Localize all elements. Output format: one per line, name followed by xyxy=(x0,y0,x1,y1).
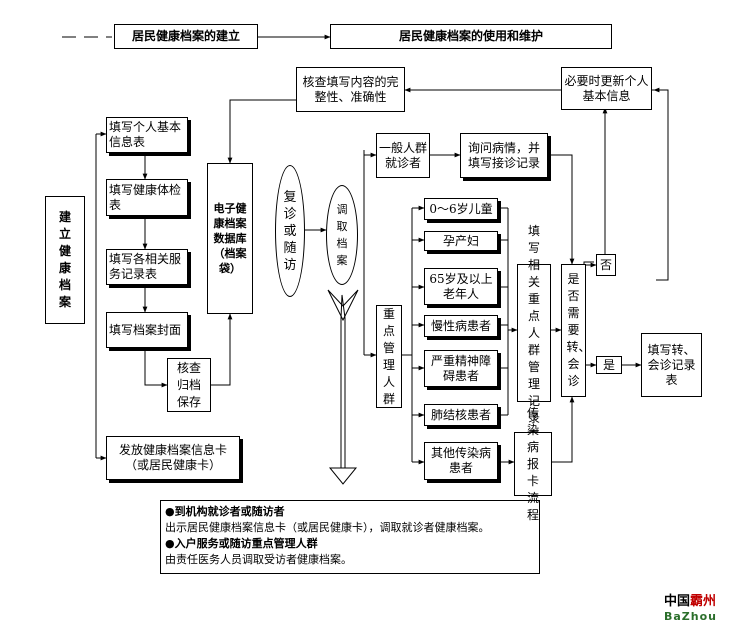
fill-service-records-node: 填写各相关服务记录表 xyxy=(106,249,188,285)
tb-node: 肺结核患者 xyxy=(424,404,498,426)
revisit-node: 复诊或随访 xyxy=(275,165,305,297)
infectious-node: 其他传染病患者 xyxy=(424,442,498,480)
retrieve-record-node: 调取档案 xyxy=(326,185,358,285)
downward-big-arrow xyxy=(328,294,358,485)
issue-card-node: 发放健康档案信息卡 （或居民健康卡） xyxy=(106,436,240,480)
note-text-home: 由责任医务人员调取受访者健康档案。 xyxy=(165,553,352,566)
pregnant-node: 孕产妇 xyxy=(424,231,498,251)
verify-node: 核查填写内容的完整性、准确性 xyxy=(296,67,405,112)
mental-node: 严重精神障碍患者 xyxy=(424,350,498,387)
legend-use-label: 居民健康档案的使用和维护 xyxy=(330,24,612,49)
no-branch-label: 否 xyxy=(596,254,616,276)
inquire-node: 询问病情，并填写接诊记录 xyxy=(460,133,548,178)
elderly-node: 65岁及以上老年人 xyxy=(424,268,498,305)
key-records-node: 填写相关重点人群管理记录表 xyxy=(517,224,551,442)
referral-record-node: 填写转、会诊记录表 xyxy=(641,333,702,397)
fill-basic-info-node: 填写个人基本信息表 xyxy=(106,117,188,153)
note-text-visitor: 出示居民健康档案信息卡（或居民健康卡），调取就诊者健康档案。 xyxy=(165,521,490,534)
bazhou-watermark: 中国霸州 BaZhou xyxy=(664,594,718,623)
yes-branch-label: 是 xyxy=(596,356,622,374)
chronic-node: 慢性病患者 xyxy=(424,315,498,337)
note-heading-visitor: ●到机构就诊者或随访者 xyxy=(165,505,285,518)
general-population-node: 一般人群就诊者 xyxy=(376,133,430,178)
ehr-database-node: 电子健康档案数据库（档案袋） xyxy=(207,163,253,314)
infect-report-node: 传染病报卡流程 xyxy=(514,406,552,522)
archive-node: 核查归档保存 xyxy=(167,358,211,412)
child-node: 0～6岁儿童 xyxy=(424,198,498,220)
legend-establish-label: 居民健康档案的建立 xyxy=(114,24,258,49)
fill-cover-node: 填写档案封面 xyxy=(106,312,188,348)
update-info-node: 必要时更新个人基本信息 xyxy=(561,67,652,110)
note-heading-home: ●入户服务或随访重点管理人群 xyxy=(165,537,318,550)
fill-health-exam-node: 填写健康体检表 xyxy=(106,179,188,216)
referral-decision-node: 是否需要转、会诊 xyxy=(561,264,591,397)
access-note-box: ●到机构就诊者或随访者 出示居民健康档案信息卡（或居民健康卡），调取就诊者健康档… xyxy=(160,500,540,574)
key-population-node: 重点管理人群 xyxy=(376,305,402,408)
build-record-node: 建立健康档案 xyxy=(45,196,85,324)
